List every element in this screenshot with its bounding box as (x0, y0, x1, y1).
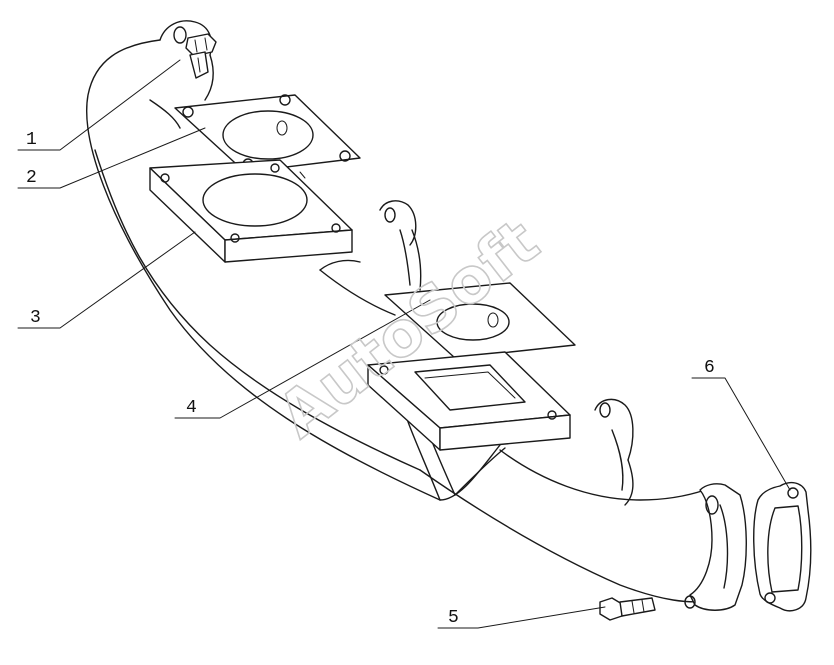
leader-lines (17, 59, 791, 629)
callout-5: 5 (448, 608, 459, 628)
callout-4: 4 (186, 398, 197, 418)
part-4-middle-gasket (384, 282, 576, 359)
part-6-outlet-gasket (753, 481, 812, 612)
callout-1: 1 (26, 130, 37, 150)
turbo-mount-block (367, 351, 571, 451)
callout-3: 3 (30, 308, 41, 328)
callout-2: 2 (26, 168, 37, 188)
callout-labels: 1 2 3 4 5 6 (26, 130, 715, 628)
part-3-flange-plate (149, 159, 353, 263)
callout-6: 6 (704, 358, 715, 378)
part-1-bolt (185, 33, 217, 79)
part-5-bolt (599, 597, 656, 621)
